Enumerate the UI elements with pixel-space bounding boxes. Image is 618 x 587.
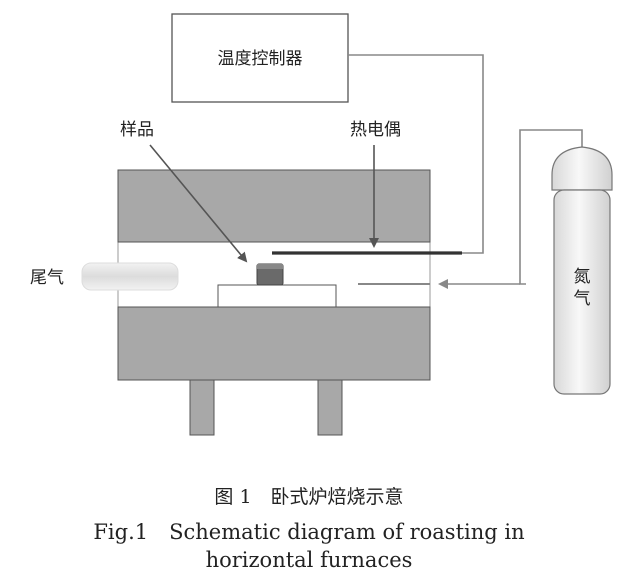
figure-caption-english-line1: Fig.1 Schematic diagram of roasting in bbox=[93, 520, 525, 544]
exhaust-tube bbox=[81, 262, 179, 291]
sample-platform bbox=[217, 284, 337, 308]
nitrogen-label-1: 氮 bbox=[574, 267, 591, 287]
nitrogen-label-2: 气 bbox=[574, 289, 591, 309]
furnace-leg-right bbox=[317, 379, 343, 436]
furnace-lower-block bbox=[117, 306, 431, 381]
temperature-controller-label: 温度控制器 bbox=[218, 49, 303, 69]
nitrogen-cylinder bbox=[551, 146, 613, 395]
nitrogen-supply-line bbox=[519, 129, 583, 285]
furnace-upper-block bbox=[117, 169, 431, 243]
controller-wire bbox=[348, 54, 484, 254]
sample-pointer bbox=[149, 144, 248, 263]
thermocouple-label: 热电偶 bbox=[350, 120, 401, 140]
sample-top bbox=[257, 264, 283, 269]
figure-caption-english-line2: horizontal furnaces bbox=[205, 548, 413, 572]
furnace-schematic: 温度控制器 尾气 样品 热电偶 氮 气 bbox=[30, 13, 613, 436]
figure-caption-chinese: 图 1 卧式炉焙烧示意 bbox=[214, 486, 404, 508]
sample-label: 样品 bbox=[120, 120, 154, 140]
exhaust-label: 尾气 bbox=[30, 268, 64, 288]
temperature-controller-box bbox=[171, 13, 349, 103]
furnace-leg-left bbox=[189, 379, 215, 436]
